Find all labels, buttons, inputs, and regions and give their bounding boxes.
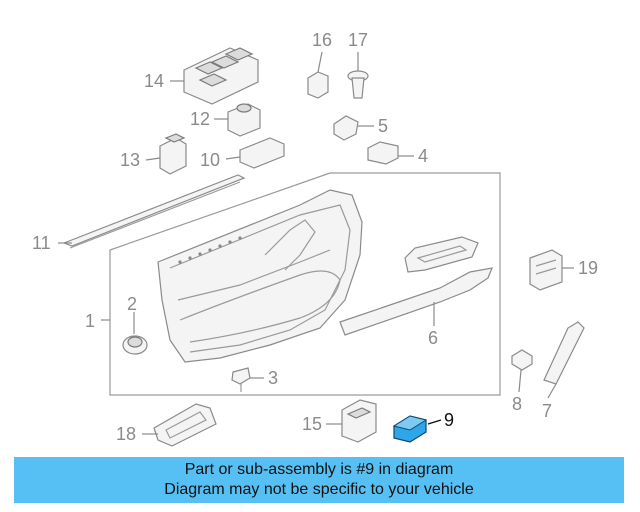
callout-5: 5 [378,116,388,136]
callout-8: 8 [512,394,522,414]
part-7-trim-strip [543,321,585,385]
callout-7: 7 [542,401,552,421]
part-5-clip [333,115,359,141]
part-2-clip [122,335,148,355]
banner-line-1: Part or sub-assembly is #9 in diagram [184,461,454,478]
speaker-holes [178,236,242,264]
callout-13: 13 [120,150,140,170]
callout-11: 11 [32,233,51,253]
assembly-frame [109,172,501,396]
callout-6: 6 [428,328,438,348]
part-16-clip [307,71,329,99]
part-15-switch [341,399,377,443]
door-trim-panel [157,189,363,363]
part-10-switch [239,137,285,169]
callout-18: 18 [116,424,136,444]
callout-1: 1 [85,311,95,331]
part-13-switch [159,133,187,175]
callout-10: 10 [200,150,220,170]
callout-2: 2 [127,294,137,314]
part-3-fastener [231,367,251,392]
door-panel-assembly-group [109,172,501,396]
part-14-window-switch [183,47,259,105]
part-11-belt-molding [62,174,246,247]
callout-9: 9 [444,410,454,430]
callout-19: 19 [578,258,598,278]
callout-4: 4 [418,146,428,166]
callout-17: 17 [348,30,368,50]
leader-lines [58,51,574,435]
part-9-highlighted [392,415,428,443]
callout-3: 3 [268,368,278,388]
part-17-push-pin [347,70,369,99]
part-12-mirror-switch [227,103,261,137]
door-pull-handle [404,236,479,273]
part-18-handle-bezel [153,403,217,447]
info-banner: Part or sub-assembly is #9 in diagram Di… [14,457,624,503]
part-8-clip [511,349,533,371]
callout-labels: 1 2 3 4 5 6 7 8 9 10 11 12 13 14 15 16 1… [32,30,598,444]
callout-12: 12 [190,109,210,129]
part-4-clip [367,141,399,165]
callout-16: 16 [312,30,332,50]
banner-line-2: Diagram may not be specific to your vehi… [164,481,474,498]
callout-15: 15 [302,414,322,434]
part-19-module [529,249,563,291]
callout-14: 14 [144,71,164,91]
part-6-armrest-trim [339,267,493,336]
